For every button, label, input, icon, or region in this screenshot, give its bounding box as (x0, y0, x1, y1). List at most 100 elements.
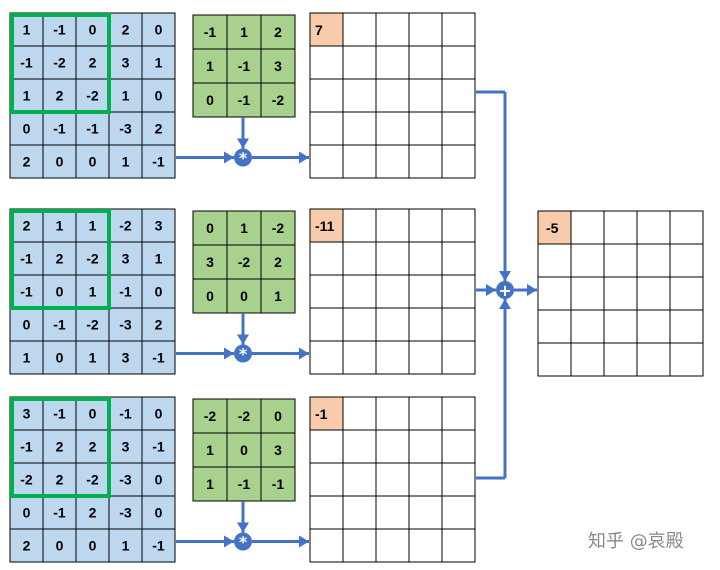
kernel-matrix-3-cell (192, 466, 228, 502)
kernel-matrix-2-value: 0 (240, 288, 248, 304)
arrowhead-top-to-sum (499, 271, 511, 281)
final-result-cell (537, 210, 572, 245)
kernel-matrix-1-cell (260, 48, 296, 84)
kernel-matrix-3-value: -1 (272, 476, 285, 492)
output-matrix-2-cell (408, 241, 443, 276)
input-matrix-1-cell (9, 144, 44, 179)
input-matrix-3-value: 0 (89, 406, 97, 422)
final-output-matrix-cell (603, 342, 638, 377)
output-matrix-1-cell (441, 78, 476, 113)
output-matrix-2-cell (342, 340, 377, 375)
input-matrix-1-value: -3 (119, 121, 132, 137)
input-matrix-3-value: 0 (23, 505, 31, 521)
kernel-matrix-1-value: -1 (238, 92, 251, 108)
input-matrix-1-value: 0 (89, 22, 97, 38)
input-matrix-1-value: 2 (89, 55, 97, 71)
input-matrix-3-value: -1 (20, 439, 33, 455)
output-matrix-2-cell (375, 241, 410, 276)
output-matrix-3-cell (375, 429, 410, 464)
arrowhead-sum-to-final (527, 284, 537, 296)
input-matrix-1-value: 2 (56, 88, 64, 104)
output-matrix-3-cell (441, 429, 476, 464)
input-matrix-1-cell (141, 111, 176, 146)
kernel-matrix-1-value: 1 (206, 58, 214, 74)
output-matrix-3-cell (408, 462, 443, 497)
final-output-matrix-cell (669, 342, 704, 377)
watermark-text: 知乎 @哀殿 (588, 531, 684, 552)
kernel-matrix-2-value: 1 (240, 220, 248, 236)
final-output-matrix-cell (537, 276, 572, 311)
kernel-matrix-3-value: -2 (204, 408, 217, 424)
final-output-matrix-cell (570, 276, 605, 311)
input-matrix-1-value: 0 (89, 154, 97, 170)
input-matrix-3-cell (42, 462, 77, 497)
input-matrix-3-value: 2 (56, 439, 64, 455)
input-matrix-1-cell (141, 45, 176, 80)
kernel-matrix-3-value: -1 (238, 476, 251, 492)
input-matrix-1-cell (108, 78, 143, 113)
input-matrix-3-cell (9, 429, 44, 464)
kernel-matrix-2-value: -2 (272, 220, 285, 236)
output-matrix-1-cell (441, 45, 476, 80)
input-matrix-3-value: 2 (23, 538, 31, 554)
final-output-matrix-cell (669, 210, 704, 245)
input-matrix-2-value: 0 (155, 284, 163, 300)
input-matrix-3-value: -1 (53, 505, 66, 521)
input-matrix-2-value: 0 (23, 317, 31, 333)
input-matrix-1-value: 1 (122, 88, 130, 104)
output-matrix-1-cell (309, 144, 344, 179)
kernel-matrix-3-value: 0 (274, 408, 282, 424)
sliding-window-2 (10, 209, 111, 310)
output-matrix-1-cell (342, 45, 377, 80)
input-matrix-2-cell (108, 340, 143, 375)
output-matrix-3-cell (309, 462, 344, 497)
arrowhead-kernel-to-conv-3 (237, 522, 249, 533)
kernel-matrix-2-cell (260, 210, 296, 246)
input-matrix-3-value: 0 (155, 505, 163, 521)
input-matrix-2-cell (42, 340, 77, 375)
input-matrix-2-value: 3 (155, 218, 163, 234)
input-matrix-2-cell (141, 340, 176, 375)
kernel-matrix-2-value: 2 (274, 254, 282, 270)
input-matrix-2-value: -2 (86, 317, 99, 333)
output-matrix-3-cell (375, 462, 410, 497)
arrowhead-conv-to-output-1 (299, 151, 309, 164)
final-output-matrix-cell (669, 276, 704, 311)
output-matrix-2-cell (408, 208, 443, 243)
output-matrix-2-cell (375, 307, 410, 342)
output-matrix-3-cell (342, 495, 377, 530)
kernel-matrix-2-value: 0 (206, 220, 214, 236)
input-matrix-2-value: -2 (86, 251, 99, 267)
conv-op-3-symbol: * (239, 533, 248, 552)
input-matrix-3-value: -1 (53, 406, 66, 422)
input-matrix-1-value: 1 (23, 22, 31, 38)
output-matrix-3-cell (309, 528, 344, 563)
final-output-matrix-cell (570, 309, 605, 344)
input-matrix-3-value: 3 (122, 439, 130, 455)
output-matrix-3-cell (441, 462, 476, 497)
kernel-matrix-2-cell (260, 244, 296, 280)
kernel-matrix-1-value: -2 (272, 92, 285, 108)
input-matrix-2-cell (75, 208, 110, 243)
output-matrix-1-cell (375, 12, 410, 47)
input-matrix-1-cell (42, 12, 77, 47)
output-matrix-1-cell (309, 111, 344, 146)
input-matrix-2-value: -1 (53, 317, 66, 333)
output-matrix-2-cell (441, 340, 476, 375)
input-matrix-2-value: 1 (89, 350, 97, 366)
input-matrix-1-value: -2 (86, 88, 99, 104)
input-matrix-1-value: -1 (53, 22, 66, 38)
output-matrix-3-cell (375, 396, 410, 431)
input-matrix-1-value: 2 (155, 121, 163, 137)
output-result-value-1: 7 (315, 22, 323, 38)
output-matrix-3-cell (441, 396, 476, 431)
output-matrix-2-cell (441, 208, 476, 243)
kernel-matrix-2-value: 0 (206, 288, 214, 304)
output-matrix-1-cell (408, 78, 443, 113)
final-output-matrix-cell (537, 342, 572, 377)
sum-op (496, 281, 514, 299)
output-matrix-3-cell (408, 528, 443, 563)
input-matrix-3-cell (9, 396, 44, 431)
